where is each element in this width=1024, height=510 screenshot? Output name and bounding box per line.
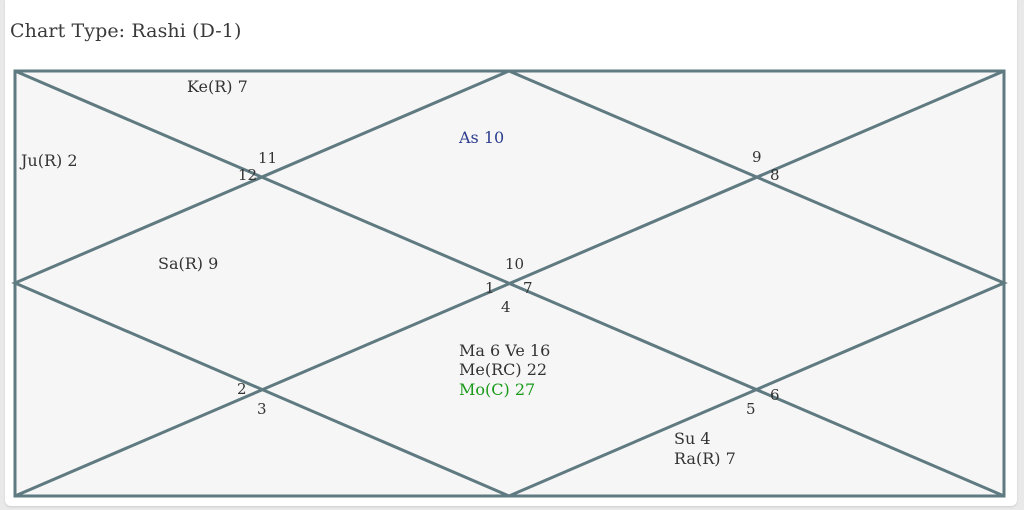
planet-moon: Mo(C) 27 (459, 380, 535, 399)
house-number-2: 2 (237, 380, 247, 398)
chart-lines (11, 69, 1008, 498)
planet-saturn: Sa(R) 9 (158, 254, 218, 273)
planet-ketu: Ke(R) 7 (187, 77, 248, 96)
house-number-5: 5 (746, 400, 756, 418)
house-number-7: 7 (523, 279, 533, 297)
planet-rahu: Ra(R) 7 (674, 449, 736, 468)
house-number-4: 4 (501, 298, 511, 316)
planet-mars-venus: Ma 6 Ve 16 (459, 341, 550, 360)
chart-title: Chart Type: Rashi (D-1) (10, 20, 242, 42)
house-number-11: 11 (258, 149, 277, 167)
planet-jupiter: Ju(R) 2 (19, 151, 78, 170)
planet-mercury: Me(RC) 22 (459, 360, 547, 379)
house-number-1: 1 (485, 279, 495, 297)
ascendant-label: As 10 (458, 128, 504, 147)
house-number-9: 9 (752, 148, 762, 166)
house-number-10: 10 (505, 255, 524, 273)
house-number-3: 3 (257, 400, 267, 418)
house-number-8: 8 (770, 166, 780, 184)
house-number-6: 6 (770, 386, 780, 404)
diagonal-line-2 (14, 69, 1005, 498)
inner-diamond (11, 69, 1008, 498)
planet-sun: Su 4 (674, 429, 711, 448)
house-number-12: 12 (238, 166, 257, 184)
